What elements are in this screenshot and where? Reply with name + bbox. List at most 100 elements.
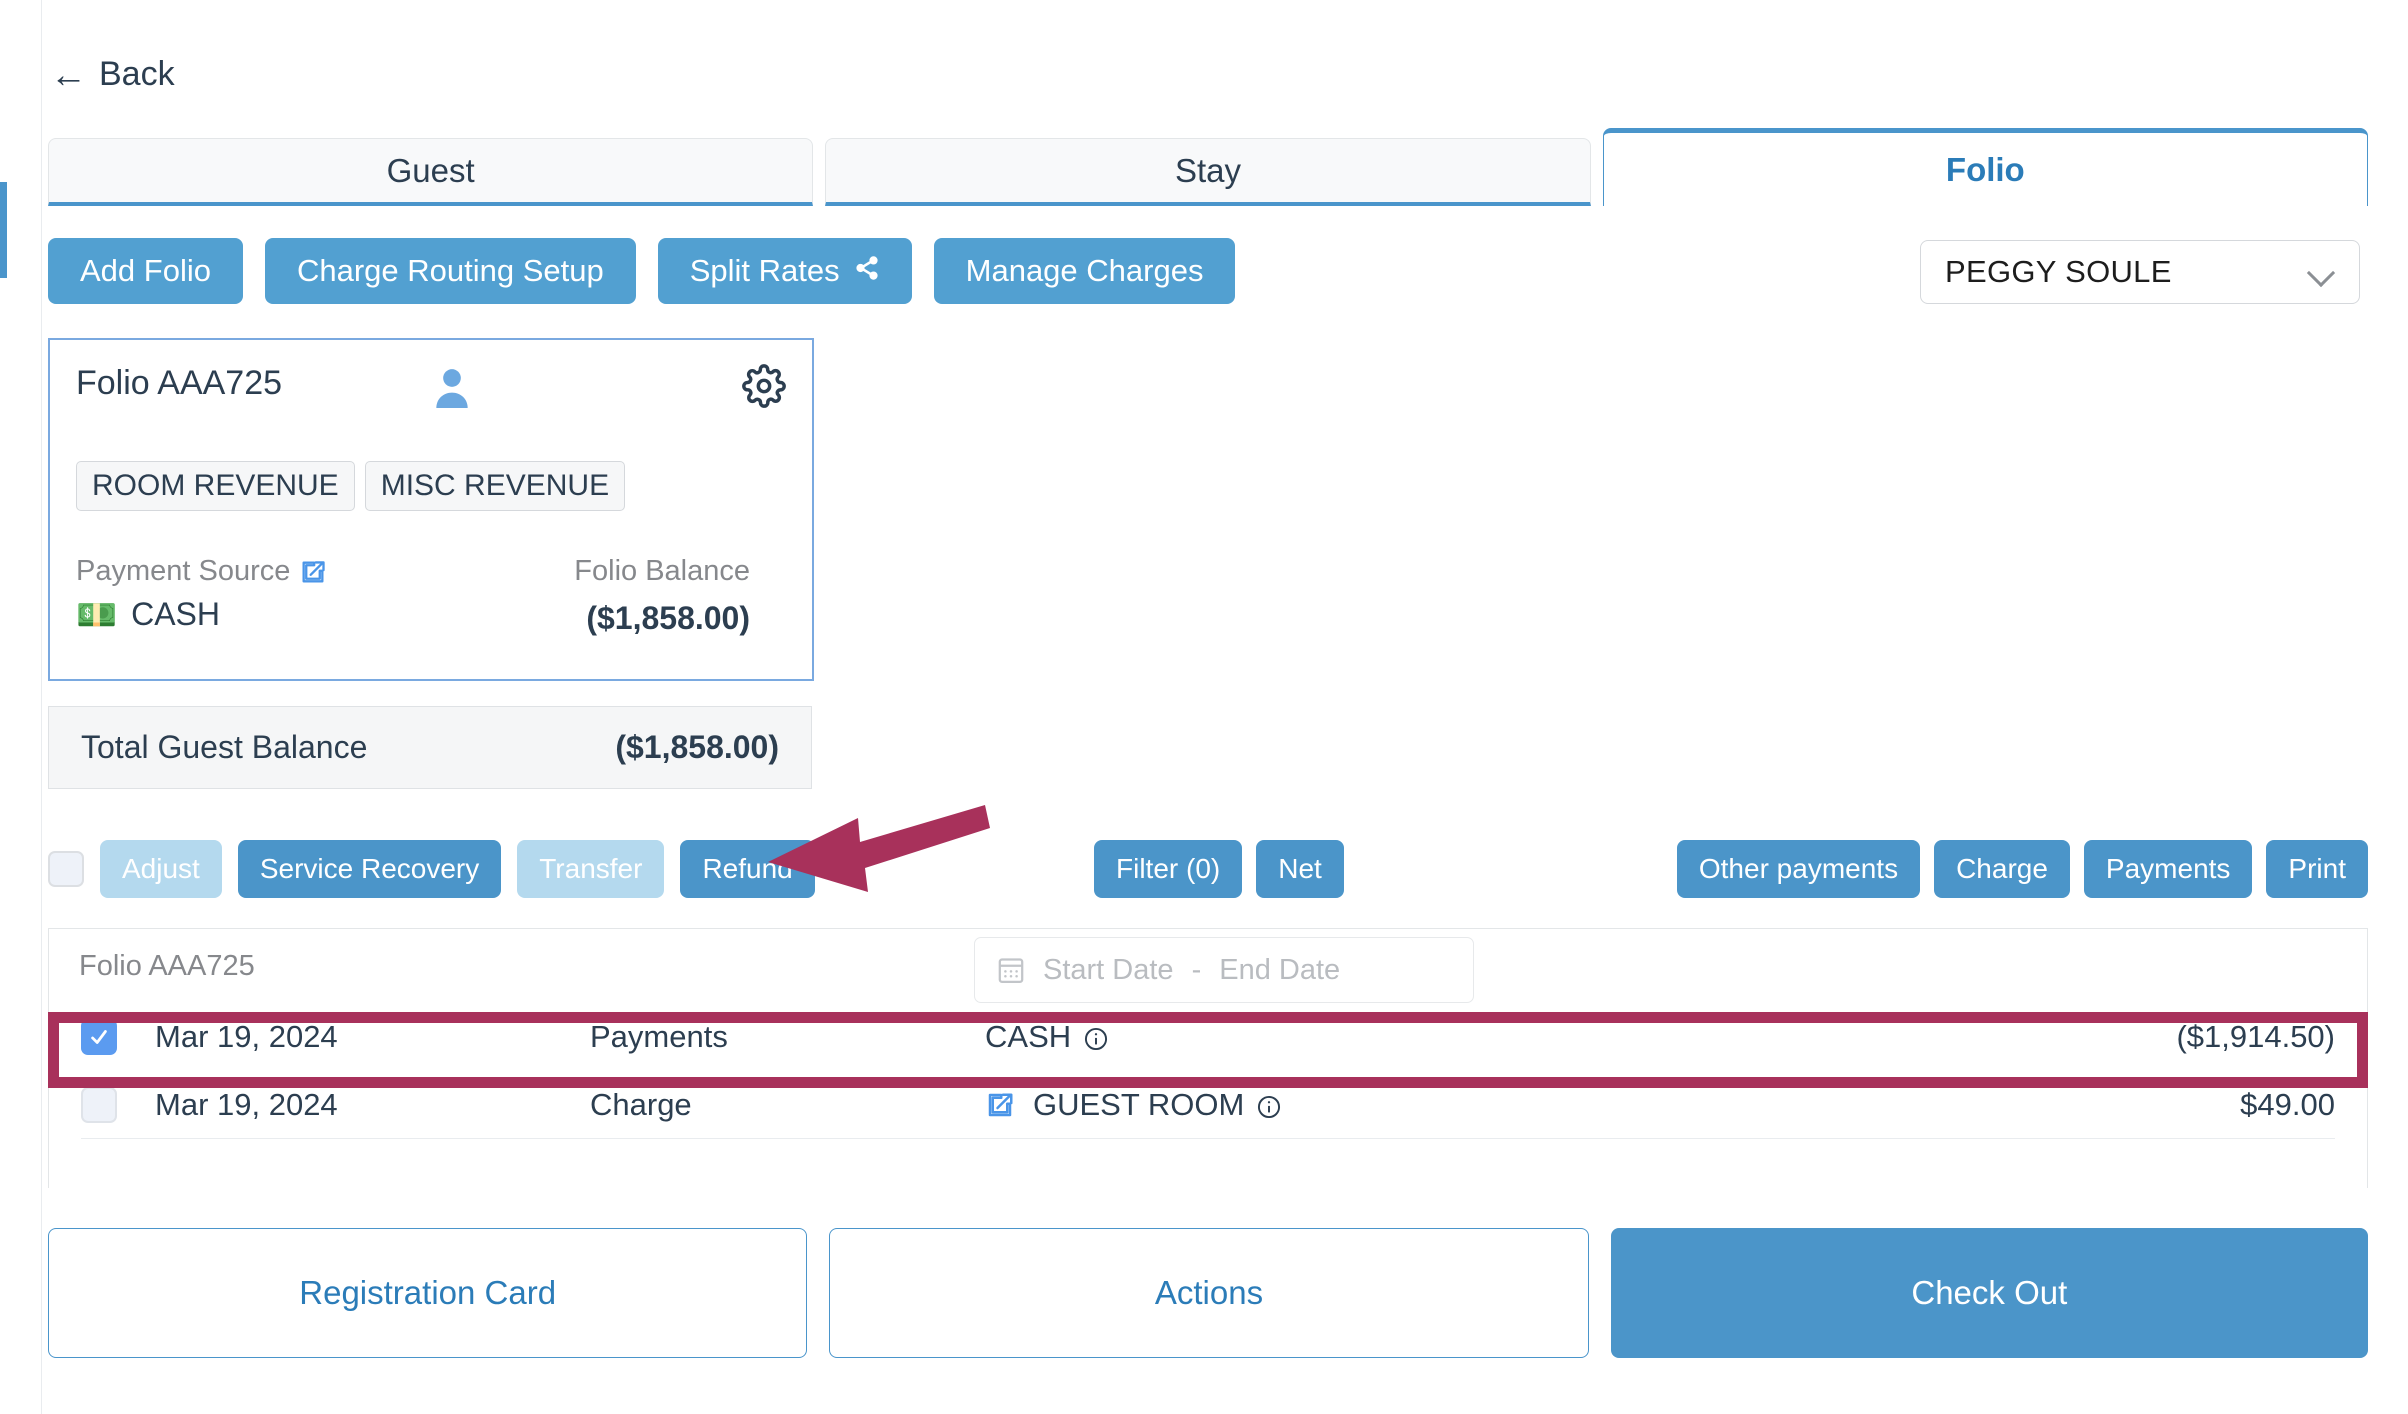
other-payments-label: Other payments (1698, 853, 1899, 884)
money-banknote-icon: 💵 (76, 596, 118, 633)
filter-label: Filter (0) (1116, 853, 1221, 884)
row-date: Mar 19, 2024 (155, 1087, 338, 1122)
payment-source-value: CASH (131, 596, 220, 632)
edit-square-icon[interactable] (985, 1090, 1015, 1120)
registration-card-label: Registration Card (299, 1274, 557, 1311)
refund-button[interactable]: Refund (680, 840, 815, 898)
tab-stay[interactable]: Stay (825, 138, 1591, 206)
table-row[interactable]: Mar 19, 2024 Charge GUEST ROOM $49.00 (49, 1071, 2367, 1139)
chip-room-revenue[interactable]: ROOM REVENUE (76, 461, 355, 511)
folio-toolbar: Adjust Service Recovery Transfer Refund … (48, 840, 2368, 904)
row-description-cell: GUEST ROOM (985, 1087, 1947, 1123)
date-range-separator: - (1191, 953, 1202, 986)
payment-source-block: Payment Source 💵 CASH (76, 555, 327, 637)
adjust-label: Adjust (122, 853, 200, 884)
date-range-filter[interactable]: Start Date - End Date (974, 937, 1474, 1003)
chip-misc-revenue[interactable]: MISC REVENUE (364, 461, 626, 511)
row-type: Charge (590, 1087, 692, 1122)
bottom-action-bar: Registration Card Actions Check Out (48, 1228, 2368, 1358)
total-guest-balance-bar: Total Guest Balance ($1,858.00) (48, 706, 812, 789)
calendar-icon (997, 954, 1025, 986)
row-checkbox-checked[interactable] (81, 1019, 117, 1055)
manage-charges-label: Manage Charges (965, 253, 1204, 288)
tab-guest-label: Guest (386, 151, 475, 189)
tab-guest[interactable]: Guest (48, 138, 814, 206)
add-folio-button[interactable]: Add Folio (48, 238, 243, 304)
check-out-label: Check Out (1911, 1274, 2068, 1311)
check-out-button[interactable]: Check Out (1610, 1228, 2368, 1358)
end-date-input[interactable]: End Date (1219, 953, 1341, 986)
split-rates-label: Split Rates (689, 253, 840, 288)
tab-folio[interactable]: Folio (1602, 128, 2368, 206)
row-checkbox-cell (49, 1019, 155, 1055)
folio-balance-block: Folio Balance ($1,858.00) (574, 555, 786, 637)
adjust-button[interactable]: Adjust (100, 840, 222, 898)
person-icon (432, 366, 472, 410)
share-icon (854, 255, 880, 288)
net-label: Net (1278, 853, 1322, 884)
net-button[interactable]: Net (1256, 840, 1344, 898)
table-row[interactable]: Mar 19, 2024 Payments CASH ($1,914.50) (49, 1003, 2367, 1071)
service-recovery-label: Service Recovery (259, 853, 480, 884)
folio-card: Folio AAA725 ROOM REVENUE MISC REVENUE P… (48, 338, 814, 681)
payment-balance-block: Payment Source 💵 CASH Folio Balance ($1,… (76, 555, 786, 637)
manage-charges-button[interactable]: Manage Charges (933, 238, 1236, 304)
charge-routing-setup-button[interactable]: Charge Routing Setup (264, 238, 636, 304)
charge-button[interactable]: Charge (1934, 840, 2070, 898)
chevron-down-icon (2309, 259, 2335, 285)
payment-source-label: Payment Source (76, 555, 291, 587)
row-divider (81, 1138, 2335, 1139)
row-description-cell: CASH (985, 1019, 1947, 1055)
toolbar-right-group: Other payments Charge Payments Print (1676, 840, 2368, 898)
table-header: Folio AAA725 Start Date - End Date (49, 929, 2367, 1003)
service-recovery-button[interactable]: Service Recovery (237, 840, 502, 898)
row-description: CASH (985, 1019, 1072, 1054)
payment-source-label-row: Payment Source (76, 555, 327, 588)
print-button[interactable]: Print (2266, 840, 2368, 898)
revenue-chip-row: ROOM REVENUE MISC REVENUE (76, 461, 786, 511)
split-rates-button[interactable]: Split Rates (657, 238, 912, 304)
left-vertical-divider (41, 0, 42, 1414)
guest-select-value: PEGGY SOULE (1945, 254, 2172, 289)
filter-button[interactable]: Filter (0) (1094, 840, 1243, 898)
folio-action-buttons: Add Folio Charge Routing Setup Split Rat… (48, 238, 1236, 304)
row-description: GUEST ROOM (1033, 1087, 1245, 1122)
info-circle-icon[interactable] (1256, 1092, 1282, 1119)
folio-card-title: Folio AAA725 (76, 364, 283, 402)
row-amount: ($1,914.50) (2176, 1019, 2335, 1054)
start-date-input[interactable]: Start Date (1043, 953, 1174, 986)
refund-label: Refund (702, 853, 793, 884)
transfer-button[interactable]: Transfer (517, 840, 665, 898)
guest-select-dropdown[interactable]: PEGGY SOULE (1920, 240, 2360, 304)
charge-routing-setup-label: Charge Routing Setup (296, 253, 604, 288)
tab-folio-label: Folio (1945, 150, 2025, 188)
toolbar-middle-group: Filter (0) Net (1094, 840, 1344, 898)
gear-icon[interactable] (742, 364, 786, 408)
registration-card-button[interactable]: Registration Card (48, 1228, 808, 1358)
actions-label: Actions (1154, 1274, 1264, 1311)
actions-button[interactable]: Actions (829, 1228, 1589, 1358)
edit-square-icon[interactable] (299, 558, 327, 586)
folio-balance-label: Folio Balance (574, 555, 750, 587)
tab-stay-label: Stay (1174, 151, 1242, 189)
other-payments-button[interactable]: Other payments (1676, 840, 1921, 898)
folio-balance-value: ($1,858.00) (586, 600, 750, 636)
payments-label: Payments (2105, 853, 2231, 884)
left-edge-accent-strip (0, 182, 7, 278)
print-label: Print (2288, 853, 2346, 884)
select-all-checkbox[interactable] (48, 851, 84, 887)
toolbar-left-group: Adjust Service Recovery Transfer Refund (48, 840, 815, 898)
info-circle-icon[interactable] (1083, 1024, 1109, 1051)
payments-button[interactable]: Payments (2083, 840, 2253, 898)
back-button[interactable]: ← Back (50, 55, 175, 94)
transfer-label: Transfer (539, 853, 643, 884)
row-checkbox-unchecked[interactable] (81, 1087, 117, 1123)
add-folio-label: Add Folio (80, 253, 211, 288)
total-guest-balance-label: Total Guest Balance (81, 729, 368, 765)
total-guest-balance-value: ($1,858.00) (615, 729, 779, 765)
folio-transactions-panel: Folio AAA725 Start Date - End Date (48, 928, 2368, 1188)
charge-label: Charge (1956, 853, 2048, 884)
payment-source-value-row: 💵 CASH (76, 596, 327, 633)
folio-card-header: Folio AAA725 (76, 364, 786, 416)
